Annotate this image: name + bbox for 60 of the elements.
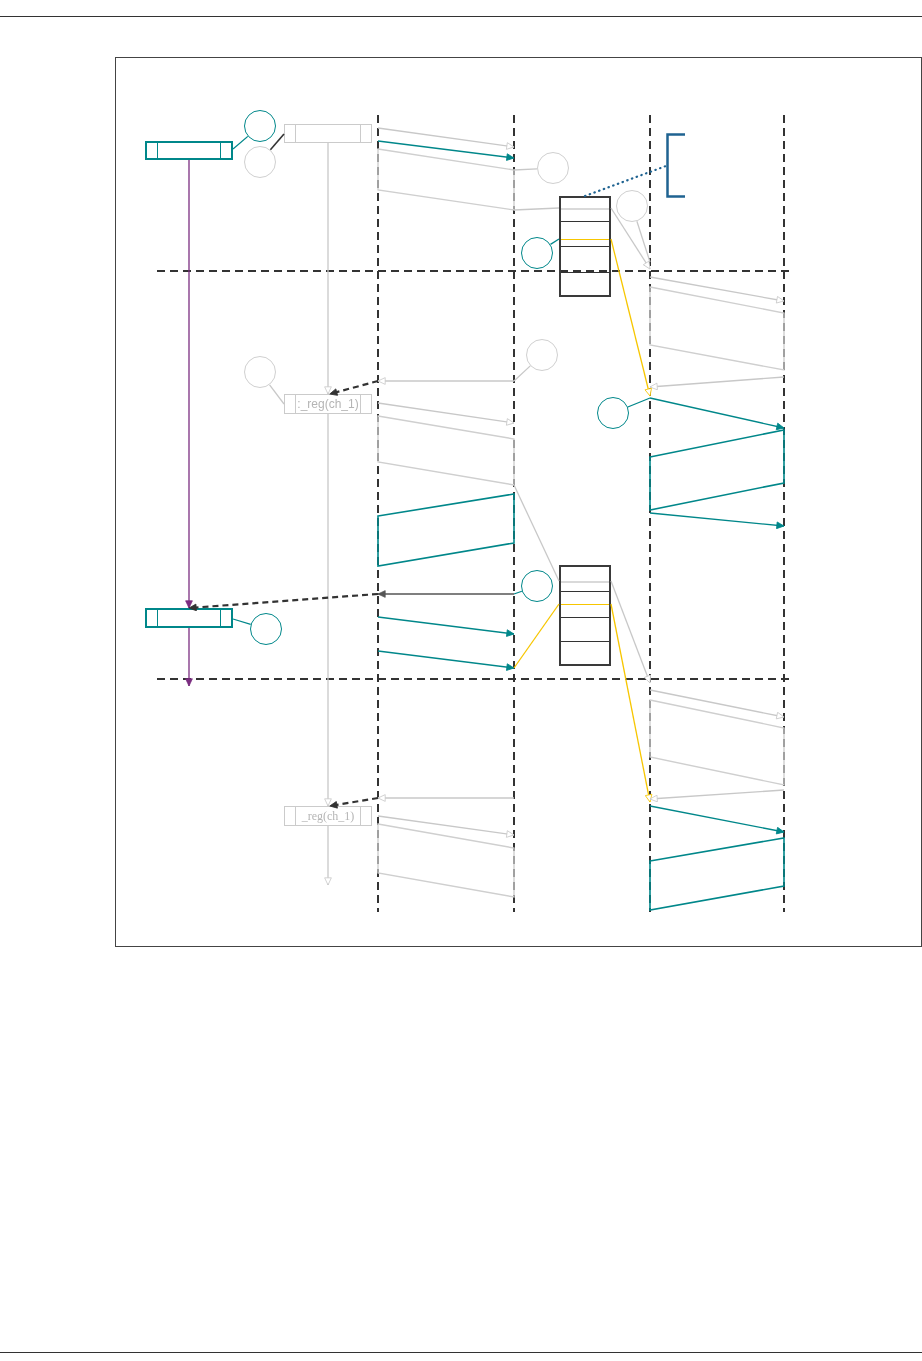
transfer-band: [650, 430, 784, 510]
transfer-band: [378, 494, 514, 566]
arrow: [377, 402, 515, 426]
leader-line: [232, 618, 252, 625]
transfer-band: [378, 416, 514, 485]
function-label: :_reg(ch_1): [297, 397, 359, 411]
connector-line: [513, 207, 560, 211]
process-box: [145, 608, 233, 628]
arrow: [610, 207, 651, 270]
arrow: [649, 276, 785, 304]
register-stack: [559, 196, 611, 297]
transfer-band: [378, 824, 514, 897]
register-stack: [559, 565, 611, 666]
dashed-arrow: [329, 379, 379, 396]
process-box: [284, 806, 372, 826]
transfer-band: [650, 700, 784, 785]
arrow: [649, 689, 785, 720]
leader-line: [513, 365, 531, 382]
leader-line: [269, 133, 285, 151]
function-label: _reg(ch_1): [301, 809, 355, 823]
arrow: [377, 127, 515, 150]
connector-line: [583, 164, 668, 198]
arrow: [610, 603, 653, 803]
leader-line: [627, 397, 651, 408]
arrow: [610, 580, 651, 684]
transfer-band: [650, 287, 784, 370]
leader-line: [232, 135, 249, 150]
transfer-band: [378, 149, 514, 210]
arrow: [649, 397, 785, 431]
process-box: [284, 124, 372, 143]
arrow: [649, 805, 785, 835]
transfer-band: [650, 838, 784, 910]
connector-line: [513, 603, 560, 669]
leader-line: [636, 220, 651, 263]
process-box: [145, 141, 233, 160]
leader-line: [513, 168, 538, 171]
arrow: [377, 377, 515, 385]
arrow: [377, 616, 515, 637]
arrow: [185, 627, 193, 687]
arrow: [185, 159, 193, 609]
arrow: [377, 590, 515, 598]
arrow: [649, 376, 785, 391]
dashed-arrow: [329, 796, 379, 809]
leader-line: [268, 384, 285, 405]
arrow: [377, 815, 515, 838]
dashed-arrow: [188, 592, 379, 612]
arrow: [649, 789, 785, 803]
arrow: [324, 413, 332, 807]
connector-line: [513, 484, 560, 582]
arrow: [377, 140, 515, 161]
bracket: [666, 133, 685, 198]
arrow: [324, 142, 332, 395]
arrow: [649, 512, 785, 530]
arrow: [610, 238, 652, 397]
leader-line: [549, 238, 560, 246]
process-box: [284, 394, 372, 414]
leader-line: [513, 590, 523, 595]
arrow: [324, 825, 332, 886]
arrow: [377, 794, 515, 802]
arrow: [377, 650, 515, 671]
